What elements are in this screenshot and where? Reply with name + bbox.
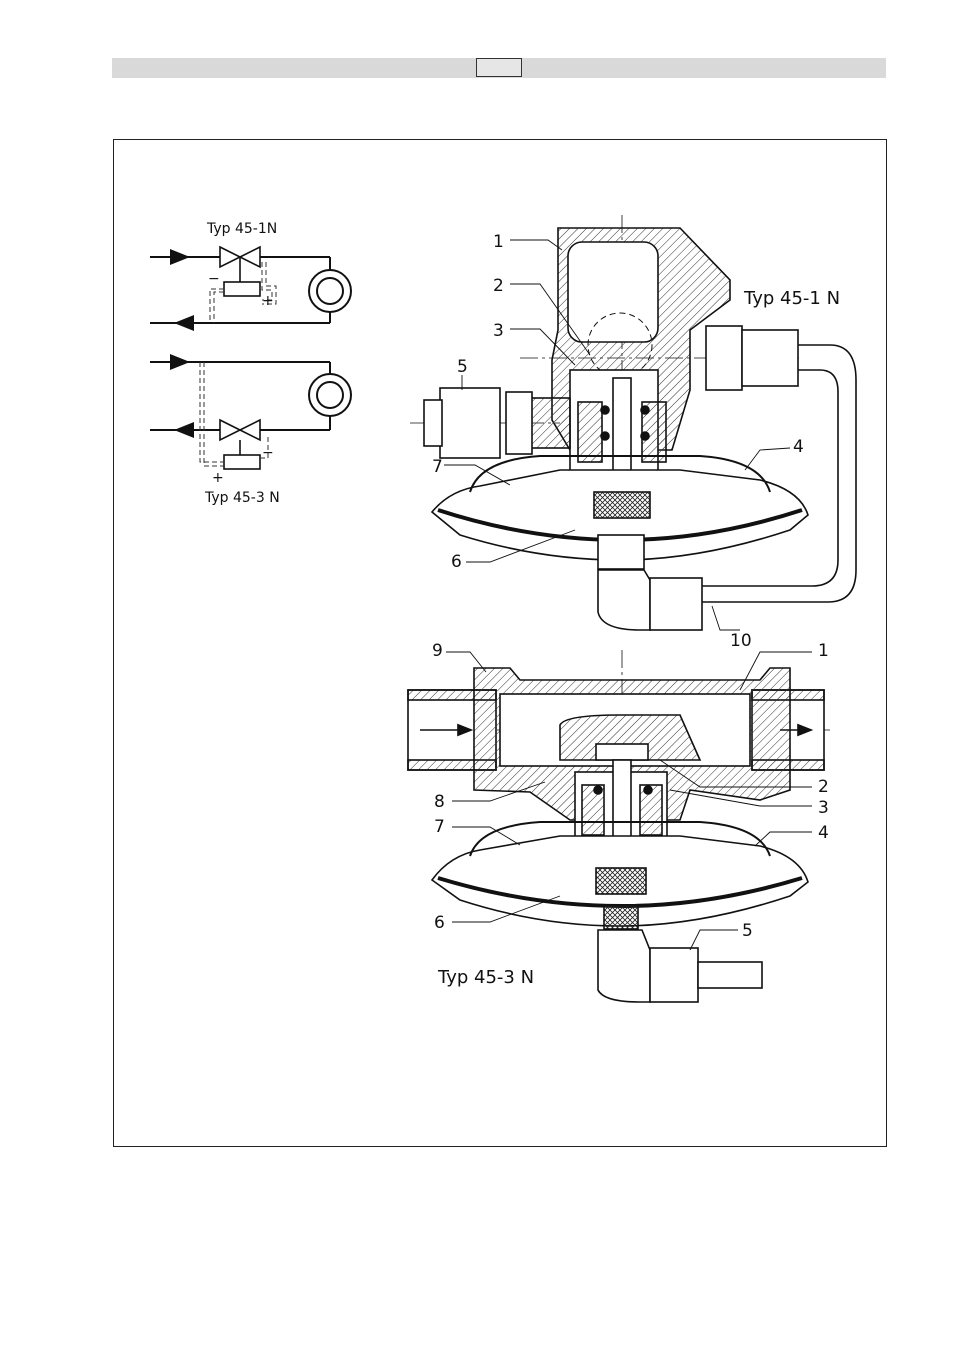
- plus-sign: +: [212, 470, 224, 486]
- callout-1: 1: [493, 232, 504, 252]
- upper-title: Typ 45-1 N: [743, 288, 840, 309]
- minus-sign: −: [262, 445, 274, 461]
- callout-5: 5: [457, 357, 468, 377]
- valve-symbols: [220, 247, 260, 469]
- minus-sign: −: [208, 271, 220, 287]
- callout-5: 5: [742, 921, 753, 941]
- schematic-top-label: Typ 45-1N: [206, 221, 277, 237]
- callout-3: 3: [493, 321, 504, 341]
- upper-valve-section: [410, 215, 856, 630]
- callout-2: 2: [818, 777, 829, 797]
- callout-1: 1: [818, 641, 829, 661]
- callout-6: 6: [434, 913, 445, 933]
- callout-9: 9: [432, 641, 443, 661]
- callout-2: 2: [493, 276, 504, 296]
- callout-4: 4: [818, 823, 829, 843]
- callout-3: 3: [818, 798, 829, 818]
- callout-8: 8: [434, 792, 445, 812]
- schematic-bottom-label: Typ 45-3 N: [204, 490, 280, 506]
- callout-10: 10: [730, 631, 752, 651]
- consumer-symbols: [309, 270, 351, 416]
- callout-7: 7: [432, 457, 443, 477]
- lower-title: Typ 45-3 N: [437, 967, 534, 988]
- callout-6: 6: [451, 552, 462, 572]
- callout-7: 7: [434, 817, 445, 837]
- callout-4: 4: [793, 437, 804, 457]
- plus-sign: +: [262, 293, 274, 309]
- lower-valve-section: [408, 650, 830, 1002]
